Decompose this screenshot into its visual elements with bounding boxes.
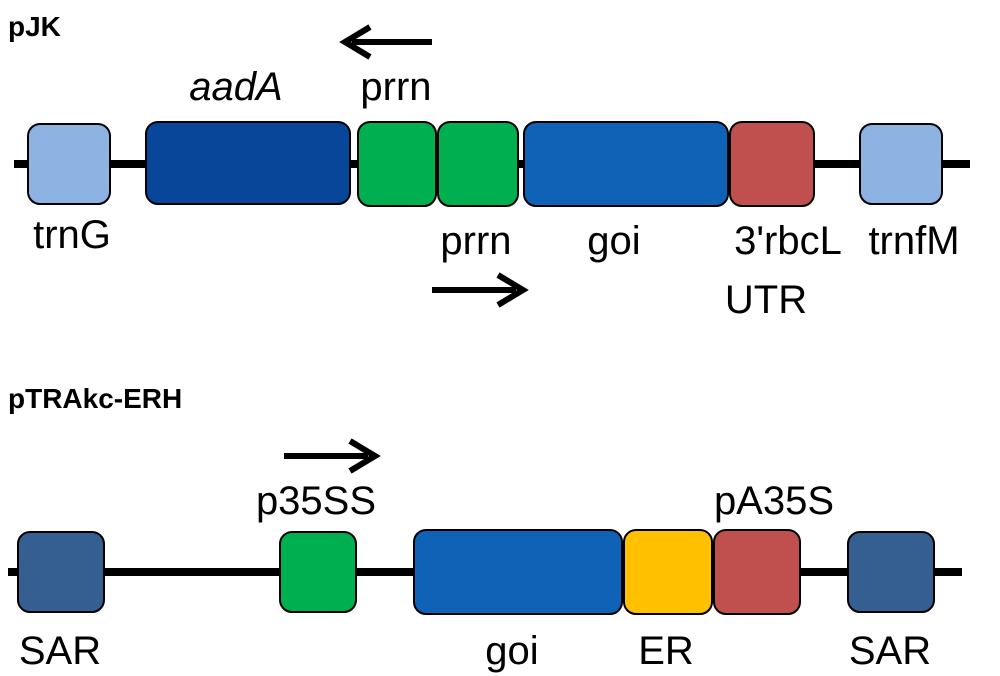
direction-arrow-right [432, 272, 529, 308]
direction-arrow-left [339, 24, 432, 60]
element-prrn-forward [437, 121, 519, 207]
element-pa35s [713, 529, 801, 615]
direction-arrow-right [284, 438, 381, 474]
element-er [623, 529, 713, 615]
construct-title: pTRAkc-ERH [8, 383, 182, 414]
label-pa35s: pA35S [714, 479, 834, 523]
element-3-rbcl-utr [729, 121, 815, 207]
element-p35ss [279, 531, 357, 613]
label-goi: goi [485, 629, 538, 673]
label-trng: trnG [33, 213, 111, 257]
element-trng [27, 123, 111, 205]
construct-title: pJK [8, 11, 61, 42]
label-utr: UTR [725, 278, 807, 322]
label-er: ER [638, 629, 694, 673]
element-goi [413, 529, 623, 615]
label-prrn-forward: prrn [440, 219, 511, 263]
label-prrn-reverse: prrn [360, 65, 431, 109]
label-3-rbcl: 3'rbcL [734, 219, 842, 263]
label-p35ss: p35SS [256, 479, 376, 523]
label-sar-right: SAR [849, 629, 931, 673]
label-trnfm: trnfM [868, 219, 959, 263]
label-sar-left: SAR [19, 629, 101, 673]
element-sar-right [847, 531, 935, 613]
element-prrn-reverse [357, 121, 437, 207]
element-aada [145, 121, 351, 205]
element-trnfm [859, 123, 943, 205]
element-sar-left [17, 531, 105, 613]
label-goi: goi [587, 219, 640, 263]
construct-pjk: pJK aadA prrn trnG prrn goi 3'rbcL UTR t… [8, 11, 970, 322]
construct-ptrakc-erh: pTRAkc-ERH p35SS pA35S SAR goi ER SAR [8, 383, 962, 673]
label-aada: aadA [189, 65, 282, 109]
element-goi [523, 121, 729, 207]
